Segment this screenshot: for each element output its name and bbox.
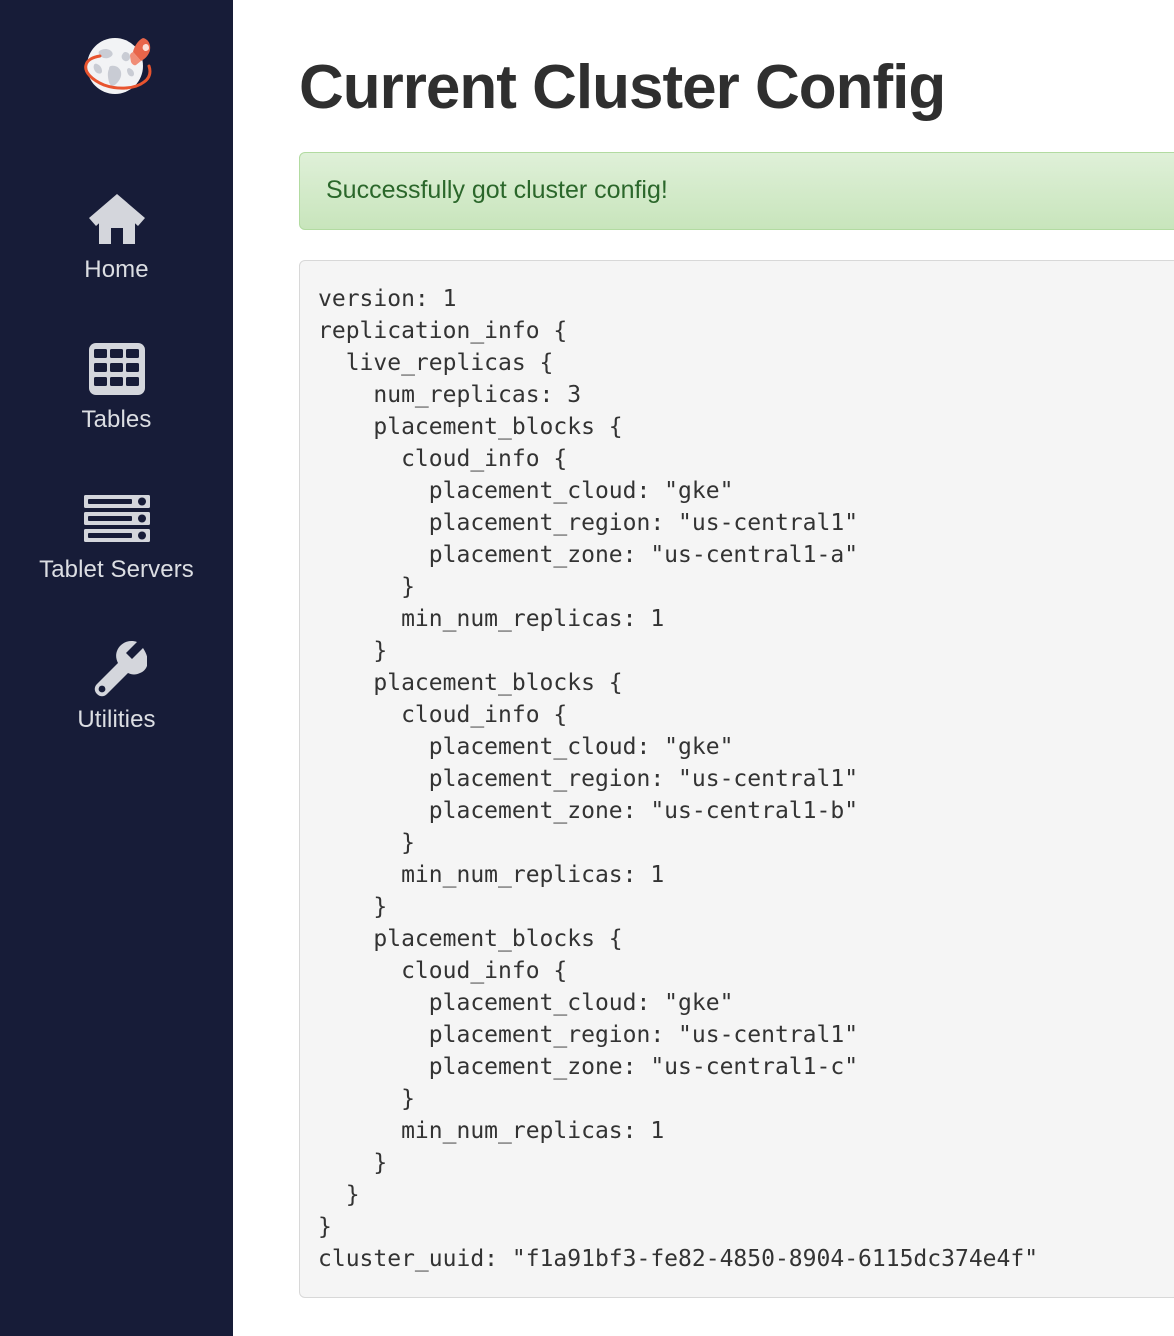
sidebar-item-tables[interactable]: Tables (0, 340, 233, 434)
tables-grid-icon (88, 340, 145, 398)
home-icon (87, 190, 147, 248)
sidebar-item-utilities[interactable]: Utilities (0, 640, 233, 734)
sidebar-item-label: Tablet Servers (39, 556, 194, 583)
page-title: Current Cluster Config (299, 53, 946, 122)
server-stack-icon (83, 490, 150, 548)
cluster-config-code-block: version: 1 replication_info { live_repli… (299, 259, 1174, 1298)
success-alert: Successfully got cluster config! (299, 152, 1174, 230)
sidebar-item-home[interactable]: Home (0, 190, 233, 284)
main-content: Current Cluster Config Successfully got … (233, 0, 1174, 1336)
sidebar-item-label: Utilities (77, 706, 156, 733)
sidebar-item-label: Home (84, 256, 149, 283)
wrench-icon (87, 640, 147, 698)
success-alert-message: Successfully got cluster config! (326, 176, 668, 205)
yugabyte-rocket-globe-logo[interactable] (71, 24, 163, 116)
sidebar-item-label: Tables (81, 406, 152, 433)
sidebar: Home (0, 0, 233, 1336)
sidebar-item-tablet-servers[interactable]: Tablet Servers (0, 490, 233, 584)
